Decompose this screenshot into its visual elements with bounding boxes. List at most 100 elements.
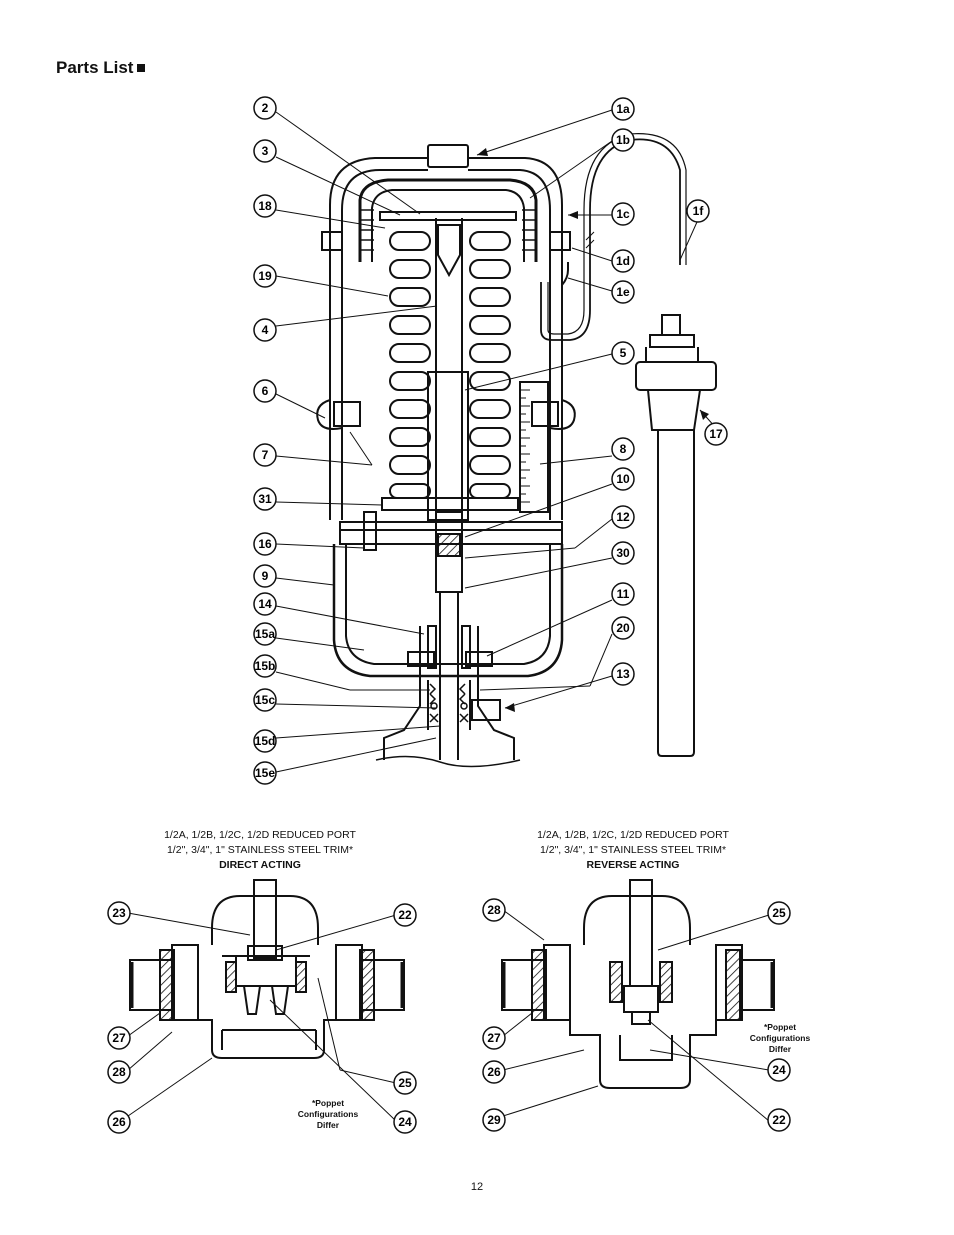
callout-27: 27 <box>107 1026 131 1050</box>
callout-circle <box>253 264 277 288</box>
note-line: *Poppet <box>763 1022 797 1032</box>
callout-15e: 15e <box>253 761 277 785</box>
callout-label: 22 <box>398 908 412 922</box>
callout-label: 15b <box>255 659 276 673</box>
callout-circle <box>482 1060 506 1084</box>
callout-label: 2 <box>262 101 269 115</box>
callout-15b: 15b <box>253 654 277 678</box>
callout-label: 12 <box>616 510 630 524</box>
callout-label: 22 <box>772 1113 786 1127</box>
callout-circle <box>611 467 635 491</box>
callout-circle <box>253 654 277 678</box>
callout-circle <box>253 761 277 785</box>
callout-24: 24 <box>393 1110 417 1134</box>
callout-label: 1e <box>616 285 630 299</box>
callout-6: 6 <box>253 379 277 403</box>
direct-acting-poppet-note: *Poppet Configurations Differ <box>283 1098 373 1131</box>
callout-circle <box>767 1058 791 1082</box>
callout-25: 25 <box>767 901 791 925</box>
callout-31: 31 <box>253 487 277 511</box>
callout-label: 1b <box>616 133 630 147</box>
callout-23: 23 <box>107 901 131 925</box>
callout-7: 7 <box>253 443 277 467</box>
callout-label: 26 <box>487 1065 501 1079</box>
callout-27: 27 <box>482 1026 506 1050</box>
callout-25: 25 <box>393 1071 417 1095</box>
callout-label: 15c <box>255 693 275 707</box>
note-line: Configurations <box>297 1109 359 1119</box>
callout-22: 22 <box>767 1108 791 1132</box>
callout-circle <box>253 194 277 218</box>
callout-3: 3 <box>253 139 277 163</box>
callout-circle <box>253 729 277 753</box>
callout-circle <box>253 487 277 511</box>
note-line: Differ <box>768 1044 792 1054</box>
callout-10: 10 <box>611 467 635 491</box>
callout-8: 8 <box>611 437 635 461</box>
callout-label: 9 <box>262 569 269 583</box>
callout-circle <box>482 1026 506 1050</box>
callout-label: 1f <box>693 204 705 218</box>
callout-1d: 1d <box>611 249 635 273</box>
caption-line: 1/2", 3/4", 1" STAINLESS STEEL TRIM* <box>539 844 727 856</box>
callout-circle <box>767 901 791 925</box>
callout-layer: 231819467311691415a15b15c15d15e1a1b1c1d1… <box>107 96 791 1134</box>
callout-circle <box>704 422 728 446</box>
caption-heading: DIRECT ACTING <box>219 859 301 871</box>
callout-label: 7 <box>262 448 269 462</box>
callout-13: 13 <box>611 662 635 686</box>
callout-circle <box>611 616 635 640</box>
callout-label: 1c <box>616 207 630 221</box>
callout-label: 15a <box>255 627 275 641</box>
callout-circle <box>253 592 277 616</box>
callout-circle <box>253 622 277 646</box>
callout-1b: 1b <box>611 128 635 152</box>
callout-label: 1d <box>616 254 630 268</box>
callout-24: 24 <box>767 1058 791 1082</box>
callout-circle <box>611 505 635 529</box>
main-leader-lines <box>275 109 717 773</box>
callout-label: 31 <box>258 492 272 506</box>
callout-16: 16 <box>253 532 277 556</box>
callout-26: 26 <box>482 1060 506 1084</box>
note-line: *Poppet <box>311 1098 345 1108</box>
callout-label: 8 <box>620 442 627 456</box>
callout-circle <box>107 901 131 925</box>
callout-label: 15e <box>255 766 275 780</box>
callout-28: 28 <box>482 898 506 922</box>
callout-circle <box>611 341 635 365</box>
callout-circle <box>253 139 277 163</box>
callout-label: 5 <box>620 346 627 360</box>
callout-20: 20 <box>611 616 635 640</box>
page-number: 12 <box>470 1181 484 1193</box>
callout-circle <box>253 96 277 120</box>
callout-label: 23 <box>112 906 126 920</box>
callout-label: 17 <box>709 427 723 441</box>
callout-1f: 1f <box>686 199 710 223</box>
callout-circle <box>686 199 710 223</box>
callout-26: 26 <box>107 1110 131 1134</box>
callout-circle <box>611 128 635 152</box>
caption-line: 1/2A, 1/2B, 1/2C, 1/2D REDUCED PORT <box>537 829 729 841</box>
callout-label: 27 <box>112 1031 126 1045</box>
caption-line: 1/2A, 1/2B, 1/2C, 1/2D REDUCED PORT <box>164 829 356 841</box>
callout-label: 19 <box>258 269 272 283</box>
caption-heading: REVERSE ACTING <box>586 859 680 871</box>
reverse-acting-poppet-note: *Poppet Configurations Differ <box>735 1022 825 1055</box>
callout-18: 18 <box>253 194 277 218</box>
callout-1a: 1a <box>611 97 635 121</box>
callout-label: 11 <box>617 587 630 601</box>
callout-circle <box>107 1060 131 1084</box>
callout-label: 28 <box>487 903 501 917</box>
callout-label: 25 <box>398 1076 412 1090</box>
callout-label: 27 <box>487 1031 501 1045</box>
callout-30: 30 <box>611 541 635 565</box>
callout-label: 6 <box>262 384 269 398</box>
callout-circle <box>107 1110 131 1134</box>
callout-circle <box>393 1110 417 1134</box>
callout-circle <box>107 1026 131 1050</box>
callout-circle <box>611 582 635 606</box>
callout-label: 28 <box>112 1065 126 1079</box>
callout-label: 10 <box>616 472 630 486</box>
